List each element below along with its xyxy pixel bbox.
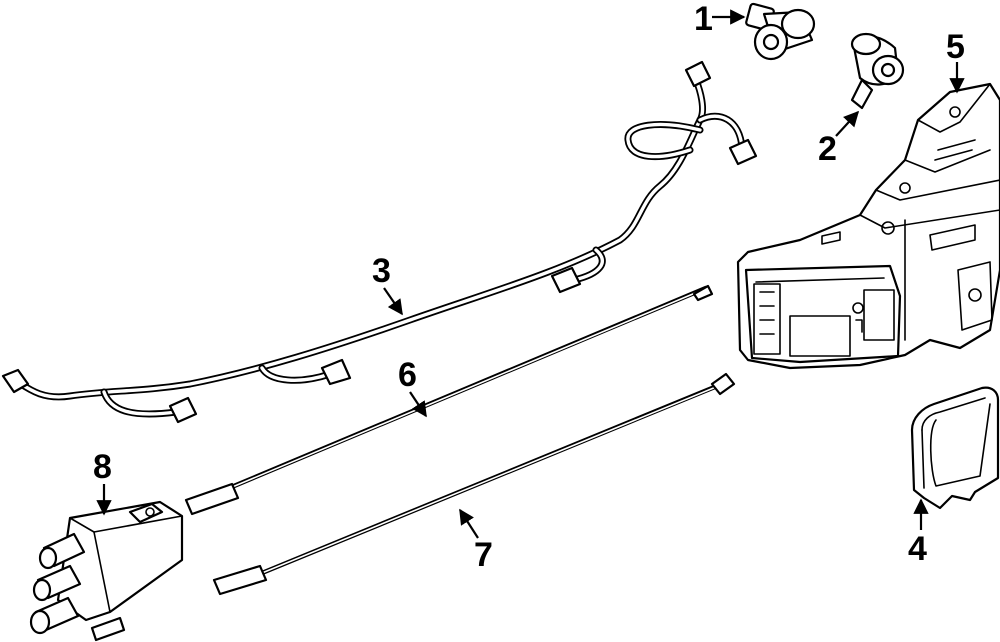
callout-number-1: 1	[694, 0, 713, 38]
callout-number-5: 5	[946, 28, 965, 66]
callout-1: 1	[694, 0, 746, 38]
callout-6: 6	[398, 356, 427, 418]
part-5-bracket	[736, 82, 1000, 370]
part-7-rod	[212, 372, 736, 596]
callout-number-6: 6	[398, 356, 417, 394]
part-8-control-module	[29, 500, 184, 642]
part-3-wiring-harness	[1, 60, 758, 424]
callout-number-8: 8	[93, 448, 112, 486]
part-6-rod	[184, 284, 714, 516]
callout-5: 5	[946, 28, 965, 94]
callout-2: 2	[818, 110, 860, 168]
part-1-sensor-grommet	[745, 2, 816, 61]
callout-number-3: 3	[372, 252, 391, 290]
callout-4: 4	[908, 498, 929, 568]
callout-3: 3	[372, 252, 403, 316]
part-4-cover	[910, 386, 1000, 510]
callout-8: 8	[93, 448, 112, 516]
part-2-sensor	[850, 32, 905, 110]
callout-number-7: 7	[474, 536, 493, 574]
callout-number-2: 2	[818, 130, 837, 168]
callout-7: 7	[459, 508, 493, 574]
callout-number-4: 4	[908, 530, 927, 568]
